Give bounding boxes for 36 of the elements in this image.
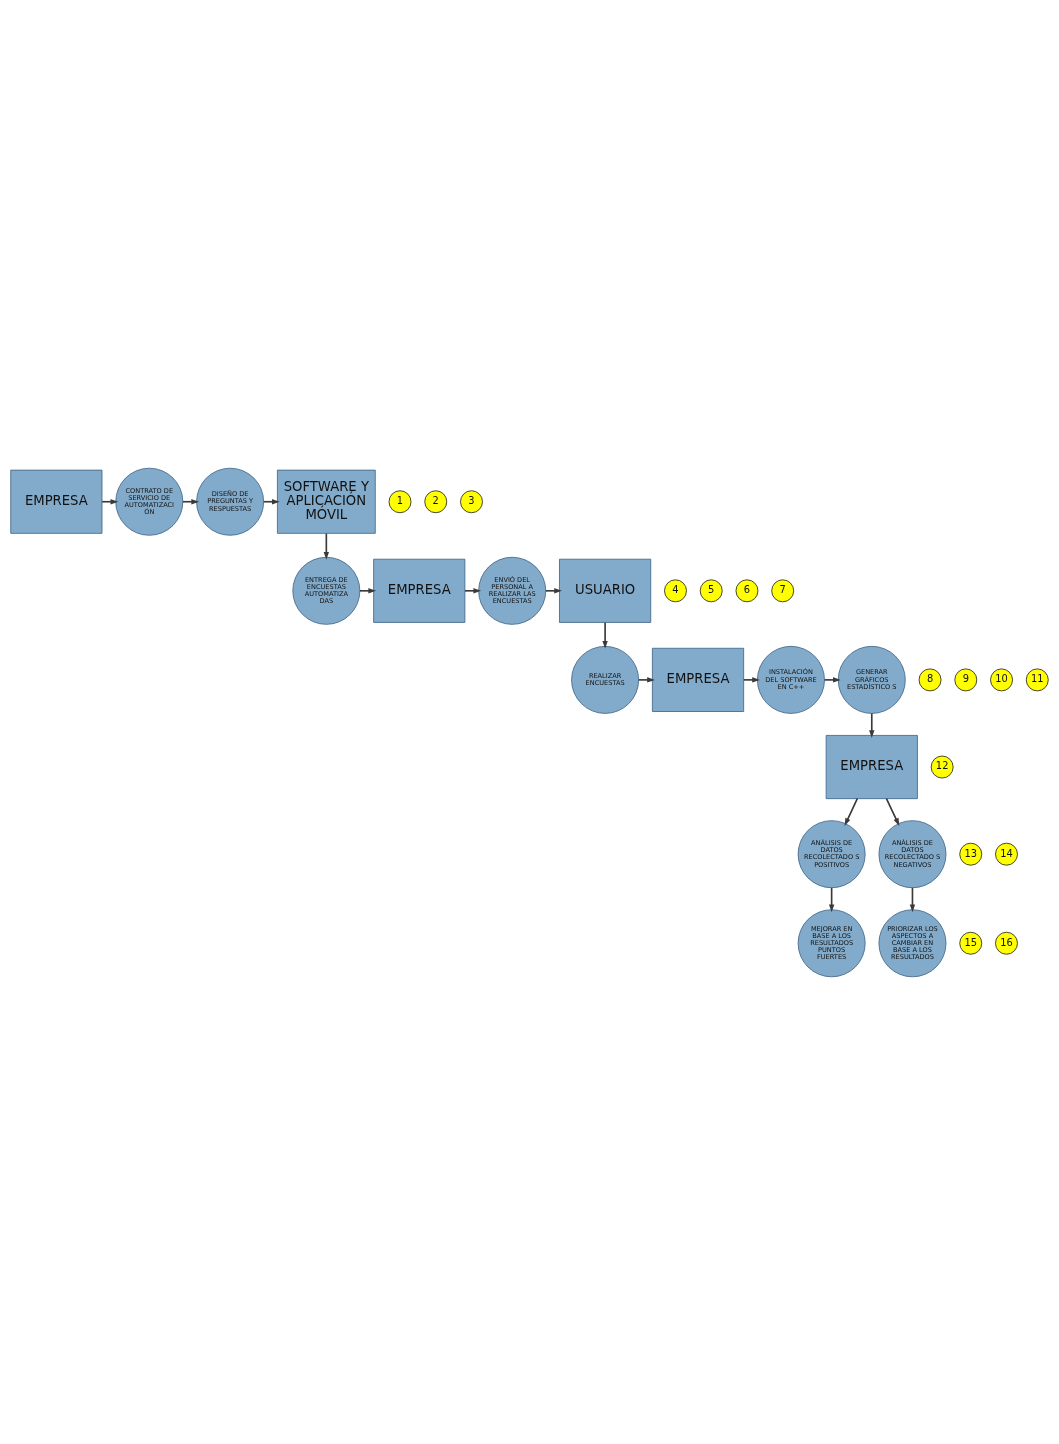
arrow [359, 587, 377, 593]
node-circle: 12 [930, 755, 954, 778]
arrow [182, 498, 200, 504]
node-circle: 4 [664, 578, 687, 602]
node-circle: 15 [959, 931, 983, 955]
node-box: USUARIO [559, 558, 652, 623]
node-circle: 6 [735, 578, 759, 602]
node-circle: 5 [699, 578, 723, 602]
node-circle: 8 [918, 668, 942, 691]
node-box: EMPRESA [825, 734, 918, 799]
arrow [262, 498, 280, 504]
arrow [869, 712, 875, 738]
arrow [637, 676, 655, 683]
node-circle: 3 [460, 489, 483, 513]
arrow [742, 676, 760, 683]
arrow [464, 587, 482, 593]
node-box: SOFTWARE Y APLICACIÓN MÓVIL [277, 469, 376, 534]
arrow [323, 532, 330, 560]
node-circle: 7 [771, 578, 795, 602]
arrow [101, 498, 119, 504]
arrow [602, 621, 608, 649]
arrow [844, 797, 859, 826]
node-circle: 1 [388, 489, 412, 513]
node-box: EMPRESA [10, 469, 103, 534]
node-circle: 16 [995, 931, 1018, 955]
node-circle: 11 [1025, 668, 1049, 691]
arrow [823, 676, 841, 683]
node-box: EMPRESA [373, 558, 466, 623]
node-circle: 2 [424, 489, 448, 513]
node-circle: 9 [954, 668, 978, 691]
node-box: EMPRESA [652, 647, 745, 712]
arrow [544, 587, 562, 593]
node-circle: 14 [995, 842, 1018, 866]
node-circle: 10 [990, 668, 1013, 691]
node-circle: 13 [959, 842, 983, 866]
arrow [885, 797, 900, 826]
